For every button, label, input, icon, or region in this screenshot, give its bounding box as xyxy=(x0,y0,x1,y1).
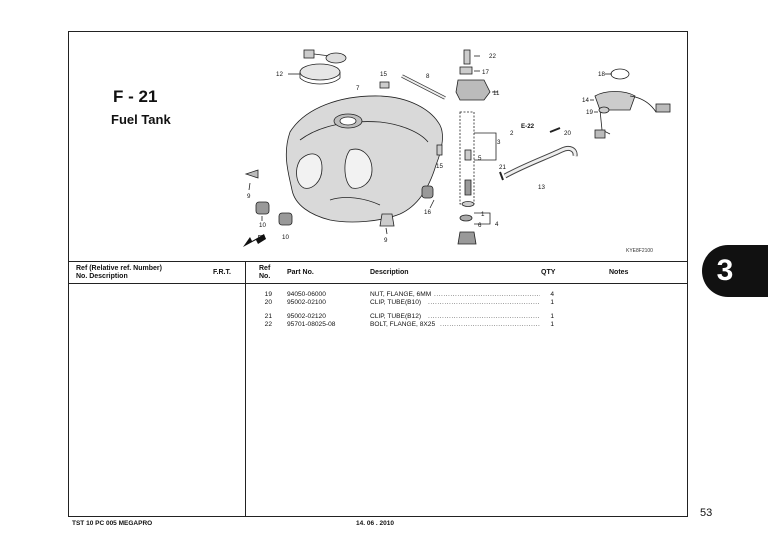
header-ref-no: Ref No. xyxy=(259,265,271,280)
table-row: 22 95701-08025-08 BOLT, FLANGE, 8X25 ...… xyxy=(264,321,554,328)
callout-e22: E-22 xyxy=(521,123,535,130)
callout-6: 6 xyxy=(478,222,482,229)
callout-13: 13 xyxy=(538,184,545,191)
table-row: 20 95002-02100 CLIP, TUBE(B10) .........… xyxy=(264,299,554,306)
chapter-tab[interactable]: 3 xyxy=(702,245,768,297)
callout-16: 16 xyxy=(424,209,431,216)
callout-3: 3 xyxy=(497,139,501,146)
callout-21: 21 xyxy=(499,164,506,171)
callout-4: 4 xyxy=(495,221,499,228)
table-row: 21 95002-02120 CLIP, TUBE(B12) .........… xyxy=(264,313,554,320)
callout-7: 7 xyxy=(356,85,360,92)
callout-20: 20 xyxy=(564,130,571,137)
callout-15-mid: 15 xyxy=(436,163,443,170)
fuel-tank-exploded-diagram: 22 17 11 12 15 8 7 18 14 19 E-22 20 2 3 … xyxy=(243,49,671,247)
page-frame xyxy=(68,31,688,517)
callout-17: 17 xyxy=(482,69,489,76)
table-header-bottom-rule xyxy=(69,283,687,284)
front-arrow-icon xyxy=(243,234,266,247)
fuel-cap xyxy=(299,63,341,81)
table-header-top-rule xyxy=(69,261,687,262)
diagram-code: KYE8F2100 xyxy=(626,248,653,254)
footer-date: 14. 06 . 2010 xyxy=(356,520,394,527)
callout-9-bottom: 9 xyxy=(384,237,388,244)
table-row: 19 94050-06000 NUT, FLANGE, 6MM ........… xyxy=(264,291,554,298)
section-title: Fuel Tank xyxy=(111,112,171,127)
header-description: Description xyxy=(370,269,409,276)
table-column-divider xyxy=(245,261,246,516)
callout-19: 19 xyxy=(586,109,593,116)
callout-2: 2 xyxy=(510,130,514,137)
callout-5: 5 xyxy=(478,155,482,162)
callout-22: 22 xyxy=(489,53,496,60)
callout-18: 18 xyxy=(598,71,605,78)
callout-11: 11 xyxy=(493,90,500,97)
callout-8: 8 xyxy=(426,73,430,80)
callout-1: 1 xyxy=(481,211,485,218)
footer-document-code: TST 10 PC 005 MEGAPRO xyxy=(72,520,153,527)
header-frt: F.R.T. xyxy=(213,269,231,276)
page-number: 53 xyxy=(700,507,713,519)
header-qty: QTY xyxy=(541,269,556,276)
callout-12: 12 xyxy=(276,71,283,78)
section-code: F - 21 xyxy=(113,87,158,106)
callout-10-left: 10 xyxy=(259,222,266,229)
callout-fr: FR. xyxy=(258,235,267,241)
header-ref-relative: Ref (Relative ref. Number) No. Descripti… xyxy=(76,265,162,280)
callout-15-top: 15 xyxy=(380,71,387,78)
callout-9-left: 9 xyxy=(247,193,251,200)
callout-10-right: 10 xyxy=(282,234,289,241)
header-part-no: Part No. xyxy=(287,269,314,276)
callout-14: 14 xyxy=(582,97,589,104)
header-notes: Notes xyxy=(609,269,629,276)
